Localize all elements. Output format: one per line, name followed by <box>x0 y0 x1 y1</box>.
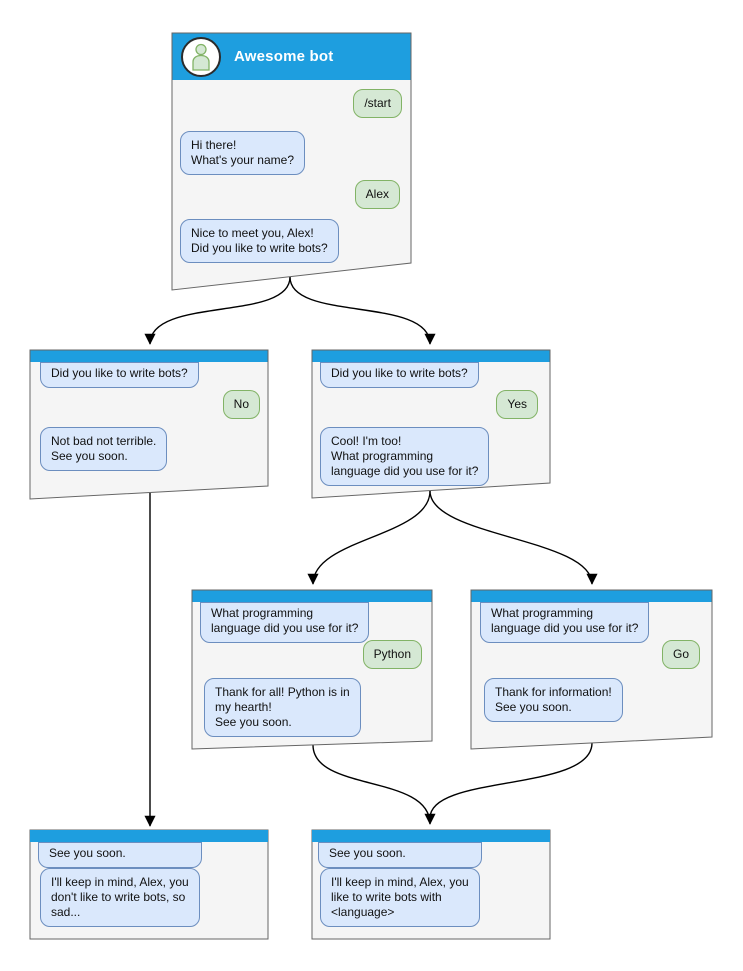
message-bubble-bot: Cool! I'm too! What programming language… <box>320 427 490 486</box>
connector-go-to-end <box>429 742 593 819</box>
message-bubble-user: Yes <box>496 390 538 419</box>
message-bubble-bot: Hi there! What's your name? <box>180 131 306 175</box>
message-bubble-bot: Did you like to write bots? <box>320 362 479 388</box>
connector-yes-to-python <box>307 490 431 585</box>
bot-avatar <box>181 36 221 77</box>
person-icon <box>192 43 210 71</box>
message-bubble-bot: Did you like to write bots? <box>40 362 199 388</box>
chat-header: Awesome bot <box>172 33 411 80</box>
message-bubble-bot: Thank for information! See you soon. <box>484 678 623 722</box>
connectors <box>144 276 598 827</box>
message-bubble-bot: Nice to meet you, Alex! Did you like to … <box>180 219 339 263</box>
connector-start-to-yes <box>289 276 436 345</box>
message-bubble-user: No <box>222 390 260 419</box>
message-bubble-user: Python <box>362 640 422 669</box>
message-bubble-user: Alex <box>354 180 400 209</box>
message-bubble-bot: What programming language did you use fo… <box>480 602 650 643</box>
message-bubble-bot: Not bad not terrible. See you soon. <box>40 427 168 471</box>
connector-start-to-no <box>144 276 291 345</box>
message-bubble-bot: What programming language did you use fo… <box>200 602 370 643</box>
message-bubble-user: /start <box>353 89 402 118</box>
message-bubble-bot: Thank for all! Python is in my hearth! S… <box>204 678 361 737</box>
message-bubble-user: Go <box>661 640 700 669</box>
message-bubble-bot: See you soon. <box>318 842 482 868</box>
message-bubble-bot: I'll keep in mind, Alex, you don't like … <box>40 868 200 927</box>
chat-title: Awesome bot <box>234 48 334 65</box>
message-bubble-bot: See you soon. <box>38 842 202 868</box>
message-bubble-bot: I'll keep in mind, Alex, you like to wri… <box>320 868 480 927</box>
connector-yes-to-go <box>429 490 598 585</box>
connector-python-to-end <box>312 744 436 825</box>
